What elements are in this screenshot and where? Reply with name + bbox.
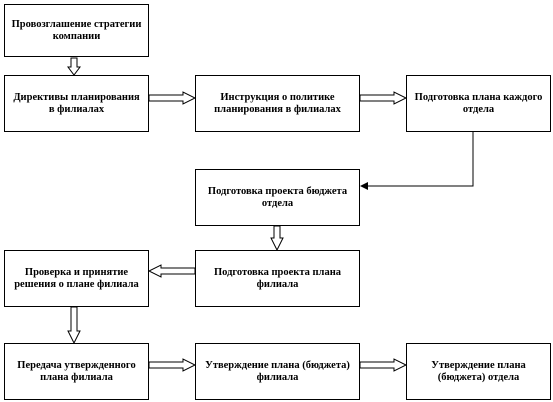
node-instructions-label: Инструкция о политике планирования в фил… (214, 91, 341, 115)
arrow-review-to-transfer (67, 306, 81, 345)
node-dept-budget: Подготовка проекта бюджета отдела (195, 169, 360, 226)
node-review-label: Проверка и принятие решения о плане фили… (14, 266, 139, 290)
arrow-strategy-to-directives (67, 57, 81, 76)
arrow-dept-budget-to-branch-plan (270, 225, 284, 252)
arrow-transfer-to-approve-branch (148, 358, 197, 372)
arrow-approve-branch-to-approve-dept (359, 358, 408, 372)
node-branch-plan: Подготовка проекта плана филиала (195, 250, 360, 307)
connector-dept-plan-to-dept-budget (367, 132, 474, 187)
arrowhead-dept-plan-to-dept-budget (360, 182, 368, 190)
node-transfer-label: Передача утвержденного плана филиала (17, 359, 136, 383)
node-approve-branch-label: Утверждение плана (бюджета) филиала (205, 359, 350, 383)
node-strategy-label: Провозглашение стратегии компании (11, 18, 142, 42)
node-transfer: Передача утвержденного плана филиала (4, 343, 149, 400)
node-dept-plan-label: Подготовка плана каждого отдела (414, 91, 543, 115)
node-review: Проверка и принятие решения о плане фили… (4, 250, 149, 307)
node-approve-branch: Утверждение плана (бюджета) филиала (195, 343, 360, 400)
node-instructions: Инструкция о политике планирования в фил… (195, 75, 360, 132)
arrow-instructions-to-dept-plan (359, 91, 408, 105)
node-directives: Директивы планирования в филиалах (4, 75, 149, 132)
arrow-branch-plan-to-review (147, 264, 196, 278)
node-directives-label: Директивы планирования в филиалах (13, 91, 140, 115)
node-dept-plan: Подготовка плана каждого отдела (406, 75, 551, 132)
node-branch-plan-label: Подготовка проекта плана филиала (214, 266, 341, 290)
arrow-directives-to-instructions (148, 91, 197, 105)
node-approve-dept-label: Утверждение плана (бюджета) отдела (431, 359, 526, 383)
node-strategy: Провозглашение стратегии компании (4, 4, 149, 57)
node-dept-budget-label: Подготовка проекта бюджета отдела (207, 185, 348, 209)
node-approve-dept: Утверждение плана (бюджета) отдела (406, 343, 551, 400)
